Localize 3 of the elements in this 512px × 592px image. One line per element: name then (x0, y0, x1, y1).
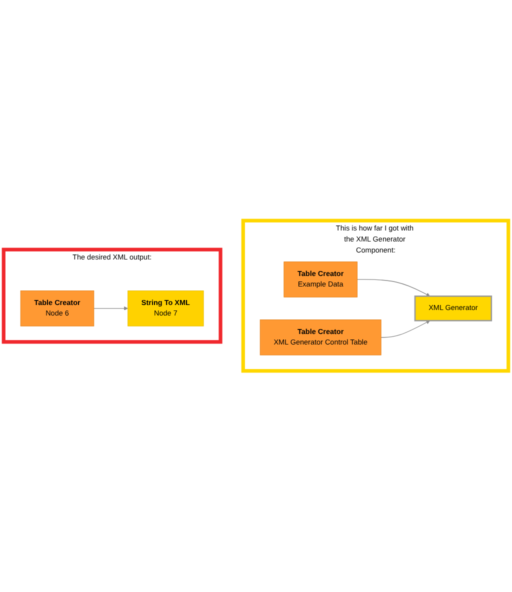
arrow (94, 306, 128, 311)
arrow (356, 279, 430, 297)
arrow (380, 320, 430, 338)
